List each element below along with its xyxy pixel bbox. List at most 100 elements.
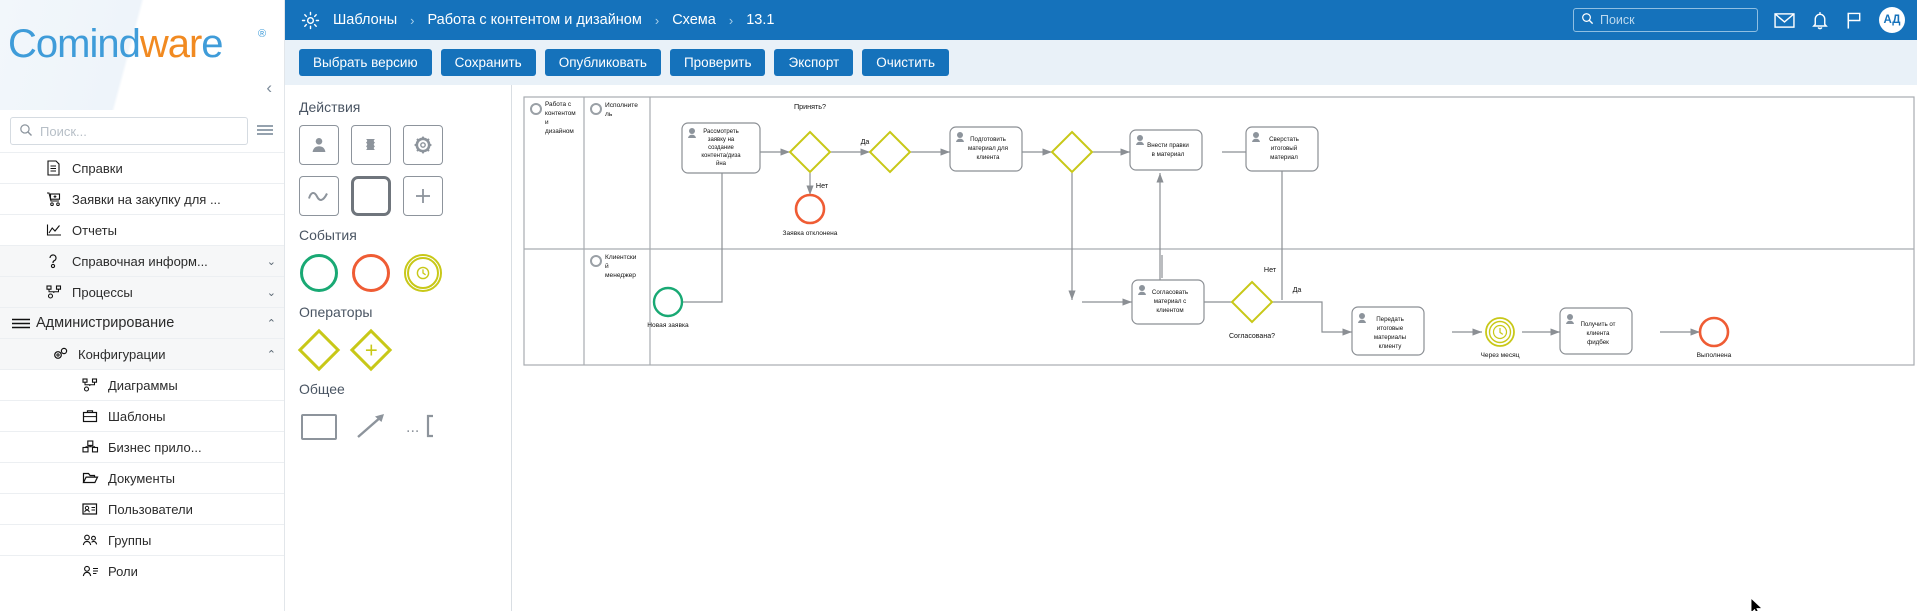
bpmn-diagram[interactable]: Работа с контентом и дизайном Исполните …: [522, 95, 1917, 535]
sidebar-collapse-icon[interactable]: ‹: [266, 78, 272, 97]
sidebar-item-konfiguracii[interactable]: Конфигурации ⌃: [0, 338, 284, 369]
sidebar-item-diagrammy[interactable]: Диаграммы: [0, 369, 284, 400]
menu-icon: [10, 316, 36, 330]
breadcrumb-item-3[interactable]: Схема: [672, 12, 716, 28]
breadcrumb-separator: ›: [728, 12, 734, 28]
chevron-up-icon[interactable]: ⌃: [266, 317, 276, 330]
task-node-t7[interactable]: Получить от клиента фидбек: [1559, 307, 1633, 355]
sidebar-item-processy[interactable]: Процессы ⌄: [0, 276, 284, 307]
select-version-button[interactable]: Выбрать версию: [299, 49, 432, 76]
palette-section-title: Действия: [299, 99, 361, 115]
sidebar-search-input[interactable]: [40, 123, 239, 139]
export-button[interactable]: Экспорт: [774, 49, 854, 76]
breadcrumb-item-2[interactable]: Работа с контентом и дизайном: [427, 12, 642, 28]
parallel-gateway-tool[interactable]: +: [349, 328, 393, 372]
sidebar-item-spravochnaya-informaciya[interactable]: Справочная информ... ⌄: [0, 245, 284, 276]
shape-palette: Действия: [285, 85, 512, 611]
lane-header-klientskiy-menedzher[interactable]: Клиентски й менеджер: [590, 254, 637, 279]
annotation-tool[interactable]: ...: [403, 407, 443, 447]
service-task-tool[interactable]: [403, 125, 443, 165]
svg-text:клиентом: клиентом: [1156, 307, 1183, 314]
chevron-down-icon[interactable]: ⌄: [266, 255, 276, 268]
sidebar-item-polzovateli[interactable]: Пользователи: [0, 493, 284, 524]
sidebar-item-label: Бизнес прило...: [108, 439, 202, 455]
sidebar-item-spravki[interactable]: Справки: [0, 152, 284, 183]
mouse-cursor: [1750, 597, 1764, 611]
task-label: Передать: [1376, 316, 1404, 323]
sidebar-item-administrirovanie[interactable]: Администрирование ⌃: [0, 307, 284, 338]
flag-icon[interactable]: [1845, 11, 1863, 30]
top-search-input[interactable]: [1600, 13, 1750, 27]
rect-icon: [301, 414, 337, 440]
gateway-node-g3[interactable]: [1050, 130, 1094, 174]
publish-button[interactable]: Опубликовать: [544, 49, 661, 76]
top-bar-right: АД: [1573, 7, 1905, 33]
search-icon: [19, 123, 33, 140]
chevron-down-icon[interactable]: ⌄: [266, 286, 276, 299]
subprocess-tool[interactable]: [403, 176, 443, 216]
event-node-e3[interactable]: Через месяц: [1481, 317, 1520, 359]
task-node-t2[interactable]: Подготовить материал для клиента: [949, 126, 1023, 172]
sidebar-item-roli[interactable]: Роли: [0, 555, 284, 586]
gear-icon[interactable]: [295, 11, 325, 30]
svg-text:контентом: контентом: [545, 110, 576, 117]
diagram-canvas[interactable]: Работа с контентом и дизайном Исполните …: [512, 85, 1917, 611]
mail-icon[interactable]: [1774, 12, 1795, 29]
sidebar-item-zayavki-na-zakupku[interactable]: Заявки на закупку для ...: [0, 183, 284, 214]
svg-text:итоговый: итоговый: [1271, 145, 1298, 152]
event-node-e4[interactable]: Выполнена: [1697, 316, 1732, 359]
task-node-t4[interactable]: Сверстать итоговый материал: [1245, 126, 1319, 172]
event-node-e2[interactable]: Новая заявка: [647, 286, 689, 329]
gateway-node-g1[interactable]: Принять?: [788, 102, 832, 174]
sidebar-item-shablony[interactable]: Шаблоны: [0, 400, 284, 431]
call-activity-tool[interactable]: [351, 176, 391, 216]
save-button[interactable]: Сохранить: [440, 49, 536, 76]
svg-text:создание: создание: [708, 145, 734, 151]
gateway-node-g4[interactable]: Согласована?: [1229, 280, 1275, 340]
breadcrumb-item-4[interactable]: 13.1: [746, 12, 775, 28]
chevron-up-icon[interactable]: ⌃: [266, 348, 276, 361]
logo-area: Comindware ® ‹: [0, 0, 284, 110]
arrow-tool[interactable]: [351, 407, 391, 447]
manual-task-tool[interactable]: [299, 176, 339, 216]
palette-row: [299, 176, 511, 216]
task-node-t6[interactable]: Передать итоговые материалы клиенту: [1351, 306, 1425, 356]
brand-logo[interactable]: Comindware: [8, 22, 224, 67]
sidebar-item-gruppy[interactable]: Группы: [0, 524, 284, 555]
rectangle-tool[interactable]: [299, 407, 339, 447]
pool-header[interactable]: Работа с контентом и дизайном: [530, 100, 576, 135]
circle-green-icon: [300, 254, 338, 292]
sidebar-item-otchety[interactable]: Отчеты: [0, 214, 284, 245]
script-task-tool[interactable]: [351, 125, 391, 165]
flow-label-yes-2: Да: [1293, 285, 1302, 294]
brand-logo-part3: e: [201, 22, 223, 66]
event-node-e1[interactable]: Заявка отклонена: [783, 193, 838, 237]
avatar[interactable]: АД: [1879, 7, 1905, 33]
clear-button[interactable]: Очистить: [862, 49, 949, 76]
user-task-tool[interactable]: [299, 125, 339, 165]
timer-event-tool[interactable]: [403, 253, 443, 293]
sidebar-item-label: Роли: [108, 563, 138, 579]
bell-icon[interactable]: [1811, 11, 1829, 30]
start-event-tool[interactable]: [299, 253, 339, 293]
sidebar-item-dokumenty[interactable]: Документы: [0, 462, 284, 493]
editor-body: Действия: [285, 85, 1917, 611]
script-task-icon: [351, 125, 391, 165]
task-node-t3[interactable]: Внести правки в материал: [1129, 129, 1203, 171]
blocks-icon: [82, 440, 108, 454]
sidebar-item-biznes-prilozheniya[interactable]: Бизнес прило...: [0, 431, 284, 462]
breadcrumb-item-1[interactable]: Шаблоны: [333, 12, 398, 28]
lane-header-ispolnitel[interactable]: Исполните ль: [590, 102, 638, 118]
sidebar-menu-icon[interactable]: [256, 123, 274, 139]
check-button[interactable]: Проверить: [669, 49, 766, 76]
gateway-node-g2[interactable]: [868, 130, 912, 174]
palette-row: [299, 253, 511, 293]
sidebar-search-box[interactable]: [10, 117, 248, 145]
end-event-tool[interactable]: [351, 253, 391, 293]
top-search-box[interactable]: [1573, 8, 1758, 32]
task-node-t5[interactable]: Согласовать материал с клиентом: [1131, 279, 1205, 325]
exclusive-gateway-tool[interactable]: [297, 328, 341, 372]
task-node-t1[interactable]: Рассмотреть заявку на создание контента/…: [681, 122, 761, 174]
svg-text:материал: материал: [1270, 154, 1298, 161]
users-icon: [82, 502, 108, 516]
